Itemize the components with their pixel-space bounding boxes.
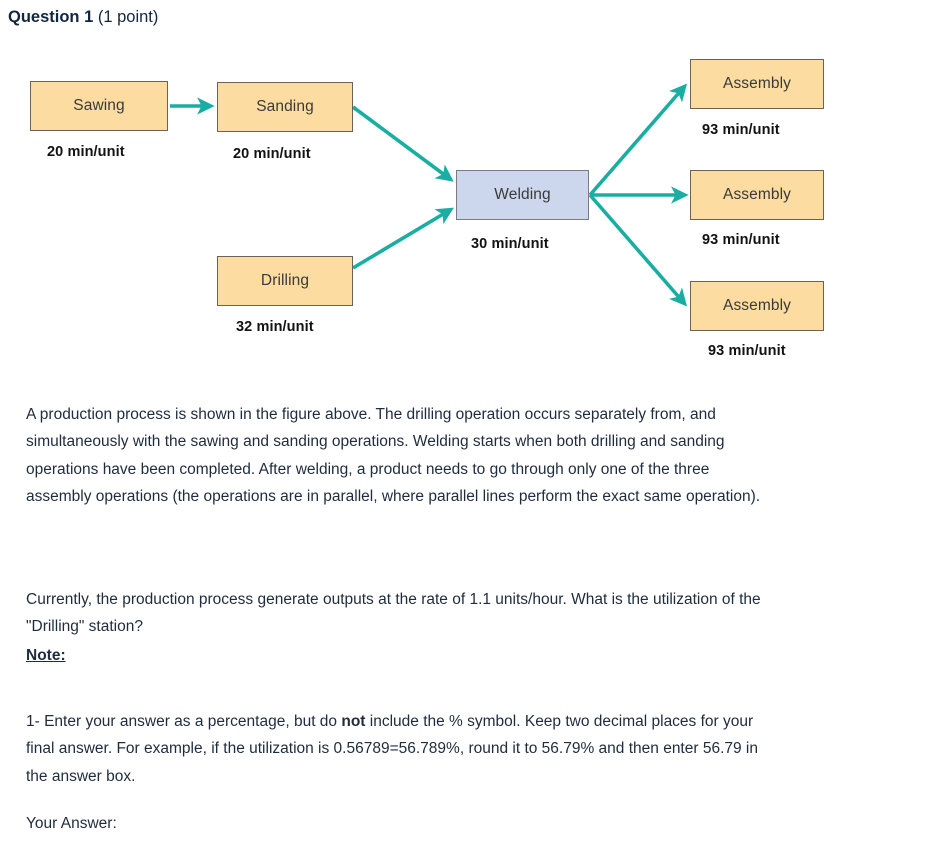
- arrow-welding-to-assembly-1: [588, 83, 688, 197]
- problem-description: A production process is shown in the fig…: [26, 405, 761, 506]
- node-welding-label: Welding: [494, 186, 551, 203]
- arrow-welding-to-assembly-3: [588, 193, 688, 307]
- node-assembly-3-label: Assembly: [723, 297, 791, 314]
- question-points: (1 point): [97, 8, 159, 26]
- rate-drilling: 32 min/unit: [236, 319, 314, 335]
- node-drilling: Drilling: [217, 256, 353, 306]
- node-sawing: Sawing: [30, 81, 168, 131]
- node-assembly-2: Assembly: [690, 170, 824, 220]
- your-answer-label: Your Answer:: [26, 815, 117, 832]
- note-text-part-2: include the % symbol. Keep two decimal p…: [26, 712, 758, 785]
- question-number: Question 1: [8, 8, 94, 26]
- note-text-emphasis: not: [341, 712, 366, 730]
- rate-sanding: 20 min/unit: [233, 146, 311, 162]
- node-drilling-label: Drilling: [260, 272, 310, 289]
- rate-welding: 30 min/unit: [471, 236, 549, 252]
- node-sanding-label: Sanding: [256, 98, 314, 115]
- rate-assembly-3: 93 min/unit: [708, 343, 786, 359]
- problem-question: Currently, the production process genera…: [26, 590, 761, 636]
- note-heading: Note:: [26, 647, 66, 664]
- note-body: 1- Enter your answer as a percentage, bu…: [26, 708, 766, 791]
- node-assembly-2-label: Assembly: [723, 186, 791, 203]
- node-assembly-1-label: Assembly: [723, 75, 791, 92]
- diagram-arrow-layer: [170, 83, 689, 307]
- rate-sawing: 20 min/unit: [47, 144, 125, 160]
- note-text-part-1: 1- Enter your answer as a percentage, bu…: [26, 712, 342, 730]
- node-welding: Welding: [456, 170, 589, 220]
- node-assembly-1: Assembly: [690, 59, 824, 109]
- rate-assembly-2: 93 min/unit: [702, 232, 780, 248]
- node-sawing-label: Sawing: [73, 97, 125, 114]
- node-sanding: Sanding: [217, 82, 353, 132]
- rate-assembly-1: 93 min/unit: [702, 122, 780, 138]
- process-flow-diagram: Sawing 20 min/unit Sanding 20 min/unit D…: [0, 40, 931, 370]
- page-title: Question 1 (1 point): [8, 6, 158, 28]
- node-assembly-3: Assembly: [690, 281, 824, 331]
- arrow-drilling-to-welding: [352, 207, 455, 270]
- arrow-sanding-to-welding: [351, 105, 454, 182]
